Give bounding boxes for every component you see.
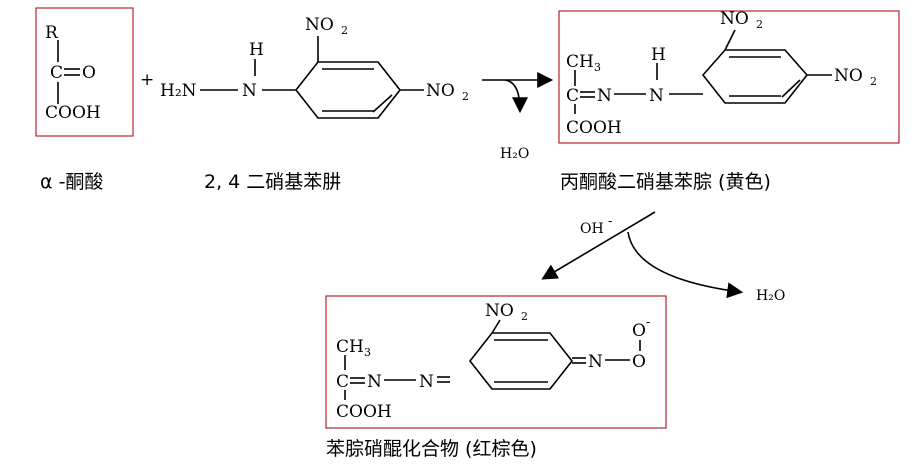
caption-keto-acid: α -酮酸 [40,171,103,193]
caption-nitro-compound: 苯腙硝醌化合物 (红棕色) [326,438,537,460]
atom-no2-right: NO [426,81,455,101]
atom-n: N [242,81,257,101]
svg-text:COOH: COOH [336,402,392,422]
keto-acid-structure: R C O COOH [45,23,101,123]
svg-text:NO: NO [485,301,514,321]
atom-o: O [82,63,96,83]
atom-ch3: CH [566,52,594,72]
water-1: H₂O [500,146,529,162]
reaction-arrow-2 [541,211,656,280]
water-leaving-arrow-2 [627,231,744,299]
dnph-structure: H₂N N H NO 2 NO 2 [160,15,469,119]
svg-text:H: H [651,45,666,65]
svg-text:C: C [336,372,349,392]
svg-text:3: 3 [594,61,601,74]
nitro-compound-box [325,295,667,429]
svg-text:3: 3 [364,346,371,359]
plus-sign: + [140,70,154,90]
water-leaving-arrow-1 [504,79,528,114]
svg-text:COOH: COOH [566,118,622,138]
hydroxide: OH [580,221,604,237]
svg-text:N: N [588,352,603,372]
svg-text:C: C [566,86,579,106]
caption-hydrazone: 丙酮酸二硝基苯腙 (黄色) [560,171,771,193]
svg-text:CH: CH [336,337,364,357]
atom-h2n: H₂N [160,81,197,101]
svg-text:2: 2 [341,24,348,37]
svg-text:NO: NO [720,9,749,29]
svg-text:-: - [608,214,612,229]
svg-text:N: N [419,372,434,392]
hydrazone-box [558,10,900,144]
svg-text:2: 2 [756,18,763,31]
keto-acid-box [35,7,134,137]
svg-text:-: - [646,315,650,330]
caption-dnph: 2, 4 二硝基苯肼 [204,171,341,193]
svg-text:O: O [632,352,646,372]
atom-cooh: COOH [45,103,101,123]
svg-text:2: 2 [462,90,469,103]
svg-text:N: N [597,86,612,106]
nitro-compound-structure: CH 3 C N N COOH NO 2 N O O - [336,301,650,422]
svg-text:N: N [649,86,664,106]
svg-text:N: N [367,372,382,392]
svg-text:2: 2 [521,310,528,323]
svg-text:O: O [632,321,646,341]
atom-no2-top: NO [305,15,334,35]
atom-c: C [50,63,63,83]
svg-text:NO: NO [834,66,863,86]
hydrazone-structure: CH 3 C N N H COOH NO 2 NO 2 [566,9,877,138]
atom-h: H [249,40,264,60]
water-2: H₂O [756,288,785,304]
atom-r: R [45,23,59,43]
svg-text:2: 2 [870,75,877,88]
